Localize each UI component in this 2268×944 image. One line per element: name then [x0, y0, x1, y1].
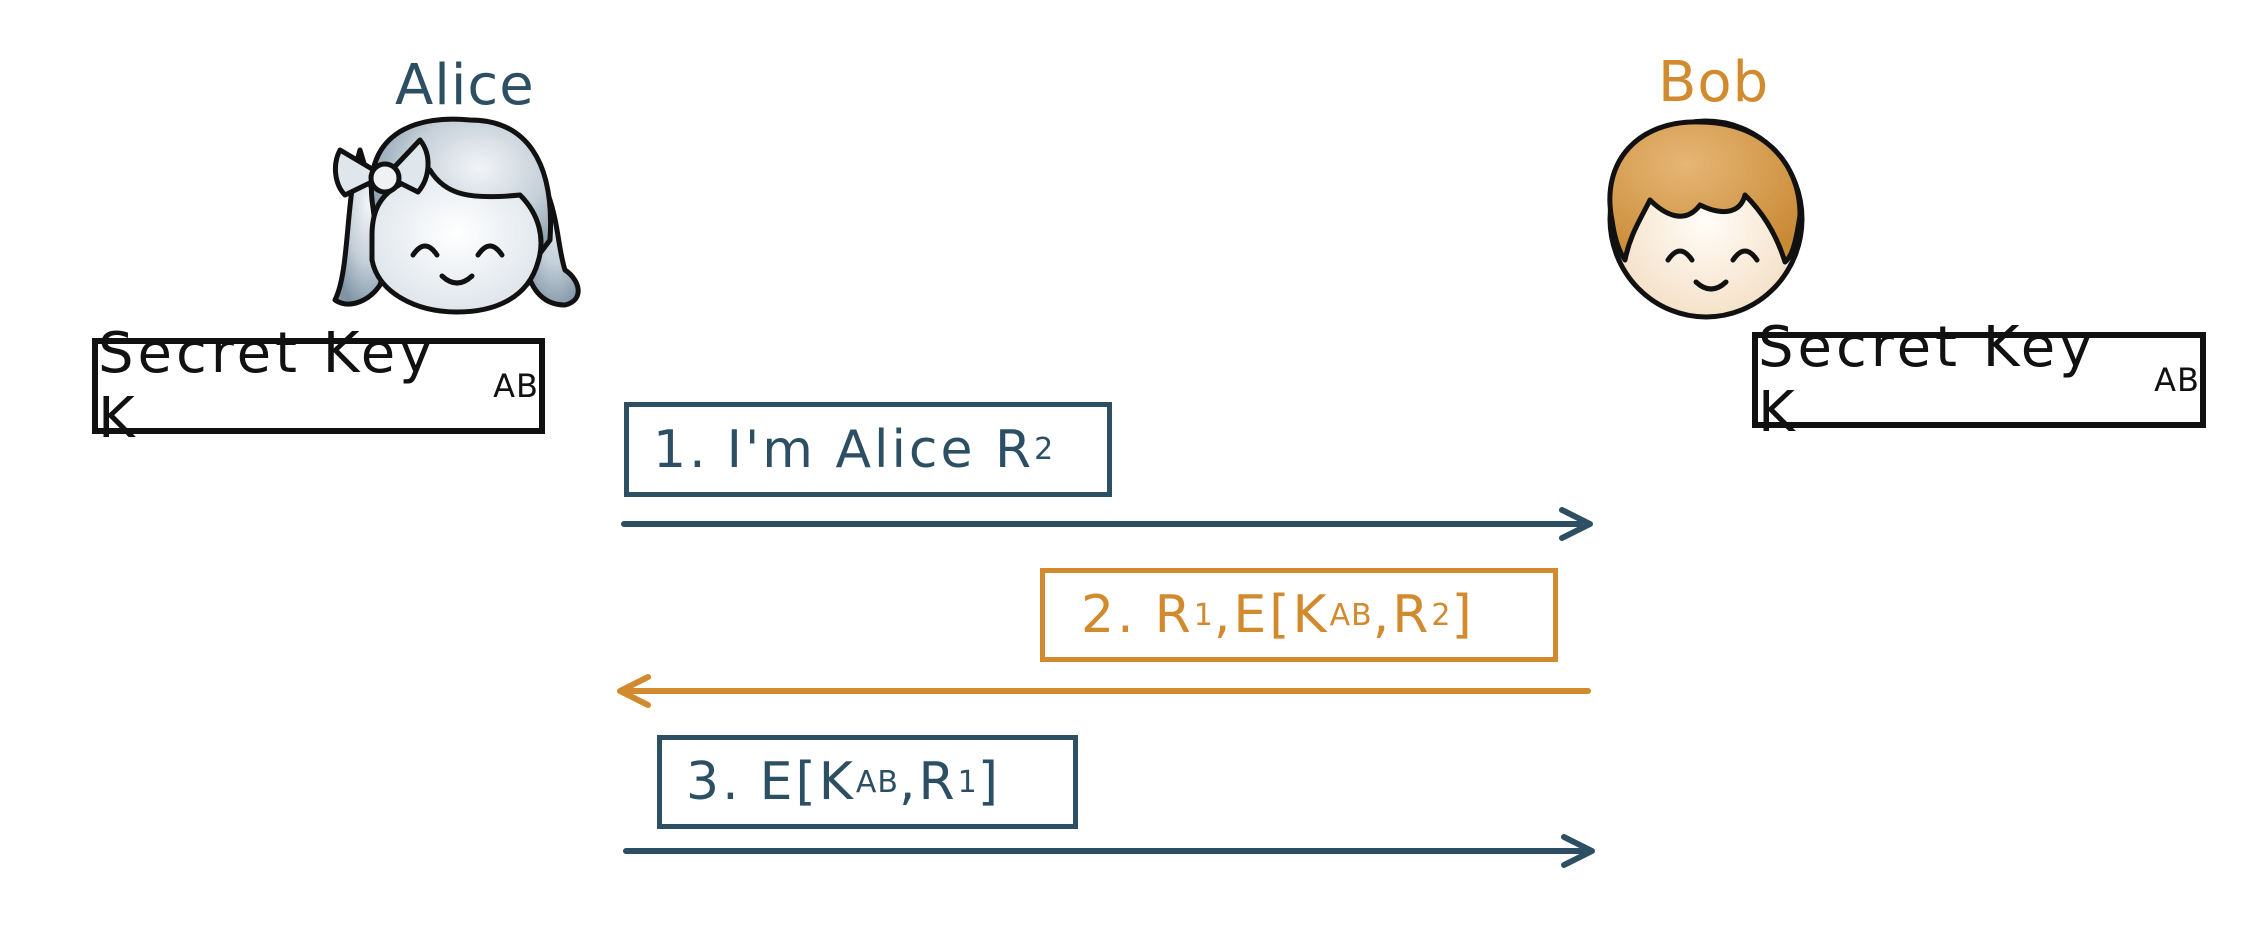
message-1-text: I'm Alice R — [726, 419, 1035, 480]
bob-key-subscript: AB — [2154, 361, 2200, 399]
message-3-text-a: E[K — [759, 752, 856, 812]
message-3-text-c: ] — [977, 752, 1002, 812]
alice-secret-key-box: Secret Key K AB — [92, 321, 545, 451]
message-3-sub-b: 1 — [957, 764, 978, 800]
message-2-text-d: ] — [1451, 585, 1475, 645]
bob-key-label: Secret Key K — [1758, 315, 2097, 445]
message-2-text-a: R — [1154, 585, 1194, 645]
message-2-number: 2. — [1081, 585, 1137, 645]
message-2-arrow — [617, 674, 1591, 708]
alice-name: Alice — [395, 53, 535, 118]
message-2-sub-a: 1 — [1193, 597, 1214, 633]
message-2-text-c: ,R — [1372, 585, 1432, 645]
message-2-text-b: ,E[K — [1213, 585, 1330, 645]
alice-key-subscript: AB — [493, 367, 539, 405]
message-1-number: 1. — [653, 419, 709, 480]
message-3-number: 3. — [686, 752, 742, 812]
message-1-arrow — [621, 507, 1593, 541]
girl-face-with-bow-icon — [332, 116, 581, 315]
boy-face-icon — [1607, 118, 1805, 320]
message-2-sub-c: 2 — [1431, 597, 1452, 633]
bob-name: Bob — [1658, 50, 1770, 115]
message-3-text-b: ,R — [898, 752, 958, 812]
bob-secret-key-box: Secret Key K AB — [1752, 315, 2206, 445]
message-3-sub-a: AB — [855, 764, 899, 800]
message-1-subscript: 2 — [1034, 432, 1055, 467]
alice-key-label: Secret Key K — [98, 321, 437, 451]
message-3-arrow — [623, 834, 1595, 868]
message-2-sub-b: AB — [1329, 597, 1373, 633]
